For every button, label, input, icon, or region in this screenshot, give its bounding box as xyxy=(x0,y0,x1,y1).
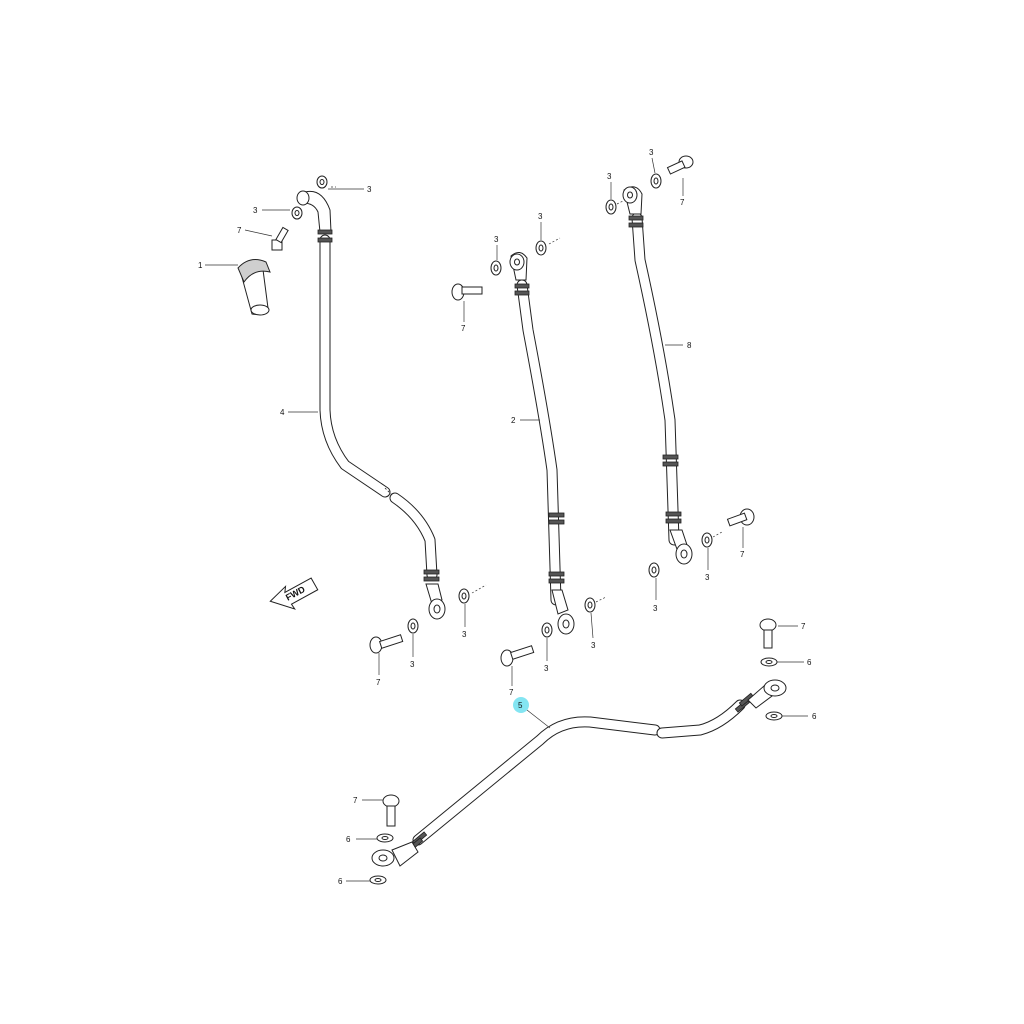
callout-3[interactable]: 3 xyxy=(494,235,499,244)
bolt-7e[interactable] xyxy=(369,634,404,654)
callout-7[interactable]: 7 xyxy=(509,688,514,697)
hose-8[interactable] xyxy=(622,186,693,565)
callout-7[interactable]: 7 xyxy=(801,622,806,631)
callout-5-highlight xyxy=(513,697,529,713)
callout-3[interactable]: 3 xyxy=(591,641,596,650)
callout-3[interactable]: 3 xyxy=(607,172,612,181)
callout-7[interactable]: 7 xyxy=(237,226,242,235)
callout-8[interactable]: 8 xyxy=(687,341,692,350)
bolt-7f[interactable] xyxy=(500,645,535,667)
callout-3[interactable]: 3 xyxy=(462,630,467,639)
callout-6[interactable]: 6 xyxy=(812,712,817,721)
bolt-7d[interactable] xyxy=(726,508,755,527)
callout-6[interactable]: 6 xyxy=(807,658,812,667)
bolt-7b[interactable] xyxy=(451,283,483,301)
callout-7[interactable]: 7 xyxy=(680,198,685,207)
callout-3[interactable]: 3 xyxy=(253,206,258,215)
callout-3[interactable]: 3 xyxy=(544,664,549,673)
callout-5[interactable]: 5 xyxy=(518,701,523,710)
callout-3[interactable]: 3 xyxy=(705,573,710,582)
bolt-7h[interactable] xyxy=(382,794,400,827)
fwd-arrow-icon: FWD xyxy=(269,577,319,610)
callout-3[interactable]: 3 xyxy=(538,212,543,221)
hose-2[interactable] xyxy=(509,252,575,635)
callout-7[interactable]: 7 xyxy=(353,796,358,805)
hose-5[interactable] xyxy=(371,679,787,867)
callout-1[interactable]: 1 xyxy=(198,261,203,270)
callout-6[interactable]: 6 xyxy=(338,877,343,886)
callout-4[interactable]: 4 xyxy=(280,408,285,417)
callout-3[interactable]: 3 xyxy=(410,660,415,669)
callout-3[interactable]: 3 xyxy=(367,185,372,194)
bolt-7a[interactable] xyxy=(271,226,289,251)
callouts: 1 2 3 3 3 3 3 3 3 3 3 3 3 3 3 3 3 3 4 5 … xyxy=(198,148,817,886)
washers-3[interactable] xyxy=(291,173,713,638)
washers-6[interactable] xyxy=(369,657,783,885)
bolt-7c[interactable] xyxy=(666,155,694,175)
part-1-cap[interactable] xyxy=(237,259,271,316)
callout-7[interactable]: 7 xyxy=(461,324,466,333)
callout-6[interactable]: 6 xyxy=(346,835,351,844)
leader-lines xyxy=(205,157,808,882)
callout-3[interactable]: 3 xyxy=(649,148,654,157)
bolt-7g[interactable] xyxy=(759,618,777,649)
hose-4[interactable] xyxy=(296,190,446,620)
callout-3[interactable]: 3 xyxy=(653,604,658,613)
callout-2[interactable]: 2 xyxy=(511,416,516,425)
callout-7[interactable]: 7 xyxy=(740,550,745,559)
callout-7[interactable]: 7 xyxy=(376,678,381,687)
